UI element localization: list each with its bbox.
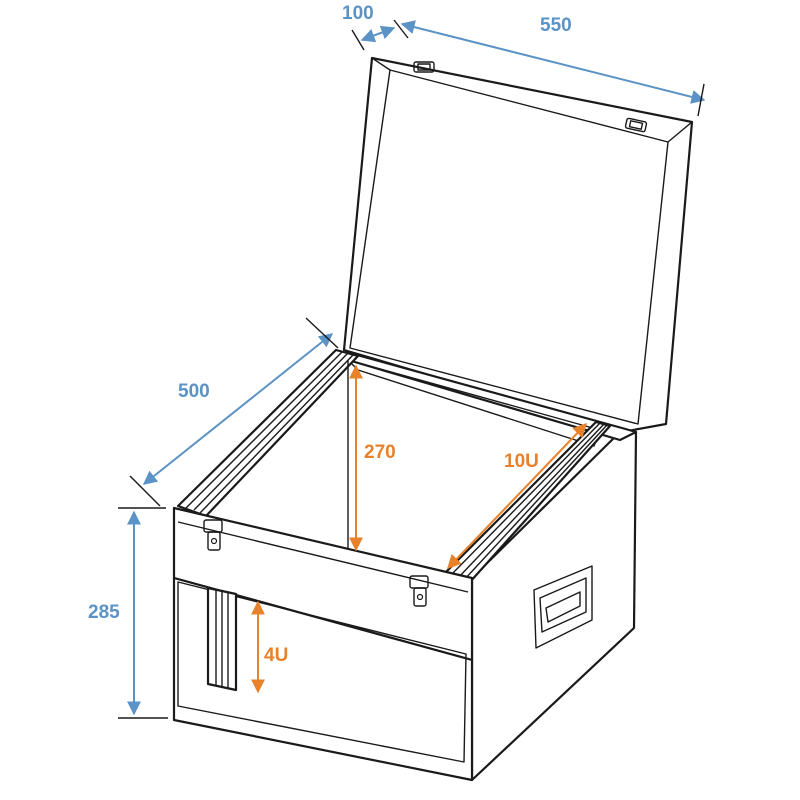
dim-height-label: 285: [88, 602, 120, 623]
side-handle: [533, 565, 593, 649]
rack-rail-left: [176, 348, 360, 518]
dimensions-orange: [251, 364, 587, 694]
lid-inner-panel: [349, 69, 669, 425]
dim-depth-line: [142, 333, 334, 485]
dim-depth-label: 500: [178, 381, 210, 402]
case-body: [172, 348, 638, 782]
front-latch-right: [409, 575, 429, 607]
dim-lid-depth-label: 100: [342, 3, 374, 24]
dim-lid-depth-line: [360, 25, 396, 43]
lid-outer: [342, 56, 694, 434]
dimensions-blue: [118, 19, 706, 719]
dim-rack-upper-label: 10U: [504, 451, 539, 472]
lid: [342, 56, 694, 434]
front-latch-left: [203, 519, 223, 551]
dim-width-label: 550: [540, 15, 572, 36]
dim-rack-lower-label: 4U: [264, 645, 288, 666]
dim-inner-height-label: 270: [364, 442, 396, 463]
dim-width-line: [400, 20, 706, 104]
lid-latch-right: [624, 117, 648, 133]
dim-rack-upper-line: [447, 422, 587, 570]
rack-opening: [177, 581, 467, 763]
case-front-lower-frame: [172, 576, 474, 782]
